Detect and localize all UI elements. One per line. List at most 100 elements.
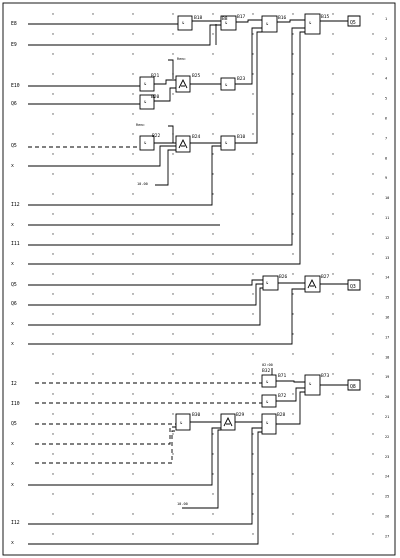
- row-number: 5: [385, 97, 387, 101]
- block-b32[interactable]: B32: [262, 368, 271, 374]
- row-number: 10: [385, 196, 389, 200]
- block-b71[interactable]: & B71: [261, 373, 287, 388]
- block-id: B73: [321, 373, 330, 379]
- row-number: 8: [385, 156, 387, 160]
- input-label: x: [11, 164, 14, 169]
- row-number: 17: [385, 335, 389, 339]
- block-id: B28: [277, 412, 286, 418]
- block-symbol: &: [144, 141, 147, 145]
- input-label: Q6: [11, 101, 17, 107]
- block-b29[interactable]: B29: [220, 412, 245, 431]
- block-symbol: &: [144, 82, 147, 86]
- block-symbol: &: [225, 141, 228, 145]
- block-b28[interactable]: & B28: [261, 412, 286, 435]
- block-id: B32: [262, 368, 271, 374]
- input-label: E10: [11, 83, 20, 89]
- output-terminal[interactable]: Q3: [347, 279, 361, 291]
- input-label: E9: [11, 42, 17, 48]
- function-blocks: & B18 & B8 B17 & B16 & B15 & B21 &: [139, 13, 330, 435]
- row-number: 1: [385, 17, 387, 21]
- row-number: 15: [385, 296, 389, 300]
- block-id: B25: [192, 73, 201, 79]
- block-symbol: &: [225, 83, 228, 87]
- input-label: I12: [11, 520, 20, 526]
- block-b22[interactable]: & B22: [139, 133, 161, 151]
- block-b25[interactable]: B25: [175, 73, 201, 93]
- input-label: Q5: [11, 143, 17, 149]
- output-label: Q3: [350, 284, 356, 290]
- row-number: 18: [385, 355, 389, 359]
- block-b10[interactable]: & B10: [220, 134, 246, 151]
- block-b26[interactable]: & B26: [262, 274, 288, 291]
- output-terminal[interactable]: Q5: [347, 15, 361, 27]
- wires: [28, 19, 348, 545]
- block-id: B29: [236, 412, 245, 418]
- row-number: 13: [385, 256, 389, 260]
- block-id: B8: [222, 16, 228, 22]
- row-number: 23: [385, 455, 389, 459]
- input-label: x: [11, 541, 14, 546]
- row-number: 27: [385, 534, 389, 538]
- output-terminal[interactable]: Q8: [347, 379, 361, 391]
- block-symbol: &: [266, 380, 269, 384]
- param-text: 10.00: [137, 182, 148, 186]
- block-symbol: &: [144, 100, 147, 104]
- block-id: B20: [151, 94, 160, 100]
- outputs: Q5 Q3 Q8: [347, 15, 361, 391]
- row-number: 14: [385, 276, 389, 280]
- block-b27[interactable]: B27: [304, 274, 330, 293]
- row-number: 25: [385, 495, 389, 499]
- input-label: E8: [11, 21, 17, 27]
- block-b30[interactable]: & B30: [175, 412, 201, 431]
- input-label: Q5: [11, 421, 17, 427]
- row-number: 24: [385, 475, 389, 479]
- input-label: Q5: [11, 282, 17, 288]
- input-label: x: [11, 223, 14, 228]
- block-b15[interactable]: & B15: [304, 13, 330, 35]
- block-b73[interactable]: & B73: [304, 373, 330, 396]
- row-number: 20: [385, 395, 389, 399]
- input-label: Q6: [11, 301, 17, 307]
- block-id: B30: [192, 412, 201, 418]
- block-b17[interactable]: B17: [237, 14, 246, 20]
- block-b20[interactable]: & B20: [139, 94, 160, 110]
- block-b21[interactable]: & B21: [139, 73, 160, 92]
- input-label: I11: [11, 241, 20, 247]
- block-symbol: &: [266, 22, 269, 26]
- row-number: 21: [385, 415, 389, 419]
- row-number: 9: [385, 176, 387, 180]
- block-b72[interactable]: & B72: [261, 393, 287, 408]
- block-id: B16: [278, 15, 287, 21]
- row-number: 11: [385, 216, 389, 220]
- block-id: B26: [279, 274, 288, 280]
- row-number: 7: [385, 136, 387, 140]
- row-number: 12: [385, 236, 389, 240]
- row-numbers: 1234567891011121314151617181920212223242…: [385, 17, 389, 538]
- block-symbol: &: [266, 421, 269, 425]
- param-text: 10.00: [177, 502, 188, 506]
- block-id: B10: [237, 134, 246, 140]
- param-text: Rem=: [136, 123, 145, 127]
- block-b16[interactable]: & B16: [261, 15, 287, 33]
- block-b8[interactable]: & B8: [220, 15, 237, 31]
- block-b18[interactable]: & B18: [177, 15, 203, 31]
- input-label: I12: [11, 202, 20, 208]
- block-symbol: &: [266, 400, 269, 404]
- page-frame: [2, 2, 396, 556]
- block-b23[interactable]: & B23: [220, 76, 246, 91]
- block-symbol: &: [266, 281, 269, 285]
- row-number: 2: [385, 37, 387, 41]
- block-b24[interactable]: B24: [175, 134, 201, 153]
- block-symbol: &: [309, 21, 312, 25]
- block-id: B22: [152, 133, 161, 139]
- input-label: x: [11, 442, 14, 447]
- row-number: 19: [385, 375, 389, 379]
- block-id: B24: [192, 134, 201, 140]
- block-id: B17: [237, 14, 246, 20]
- row-number: 22: [385, 435, 389, 439]
- block-id: B23: [237, 76, 246, 82]
- block-id: B71: [278, 373, 287, 379]
- block-symbol: &: [180, 421, 183, 425]
